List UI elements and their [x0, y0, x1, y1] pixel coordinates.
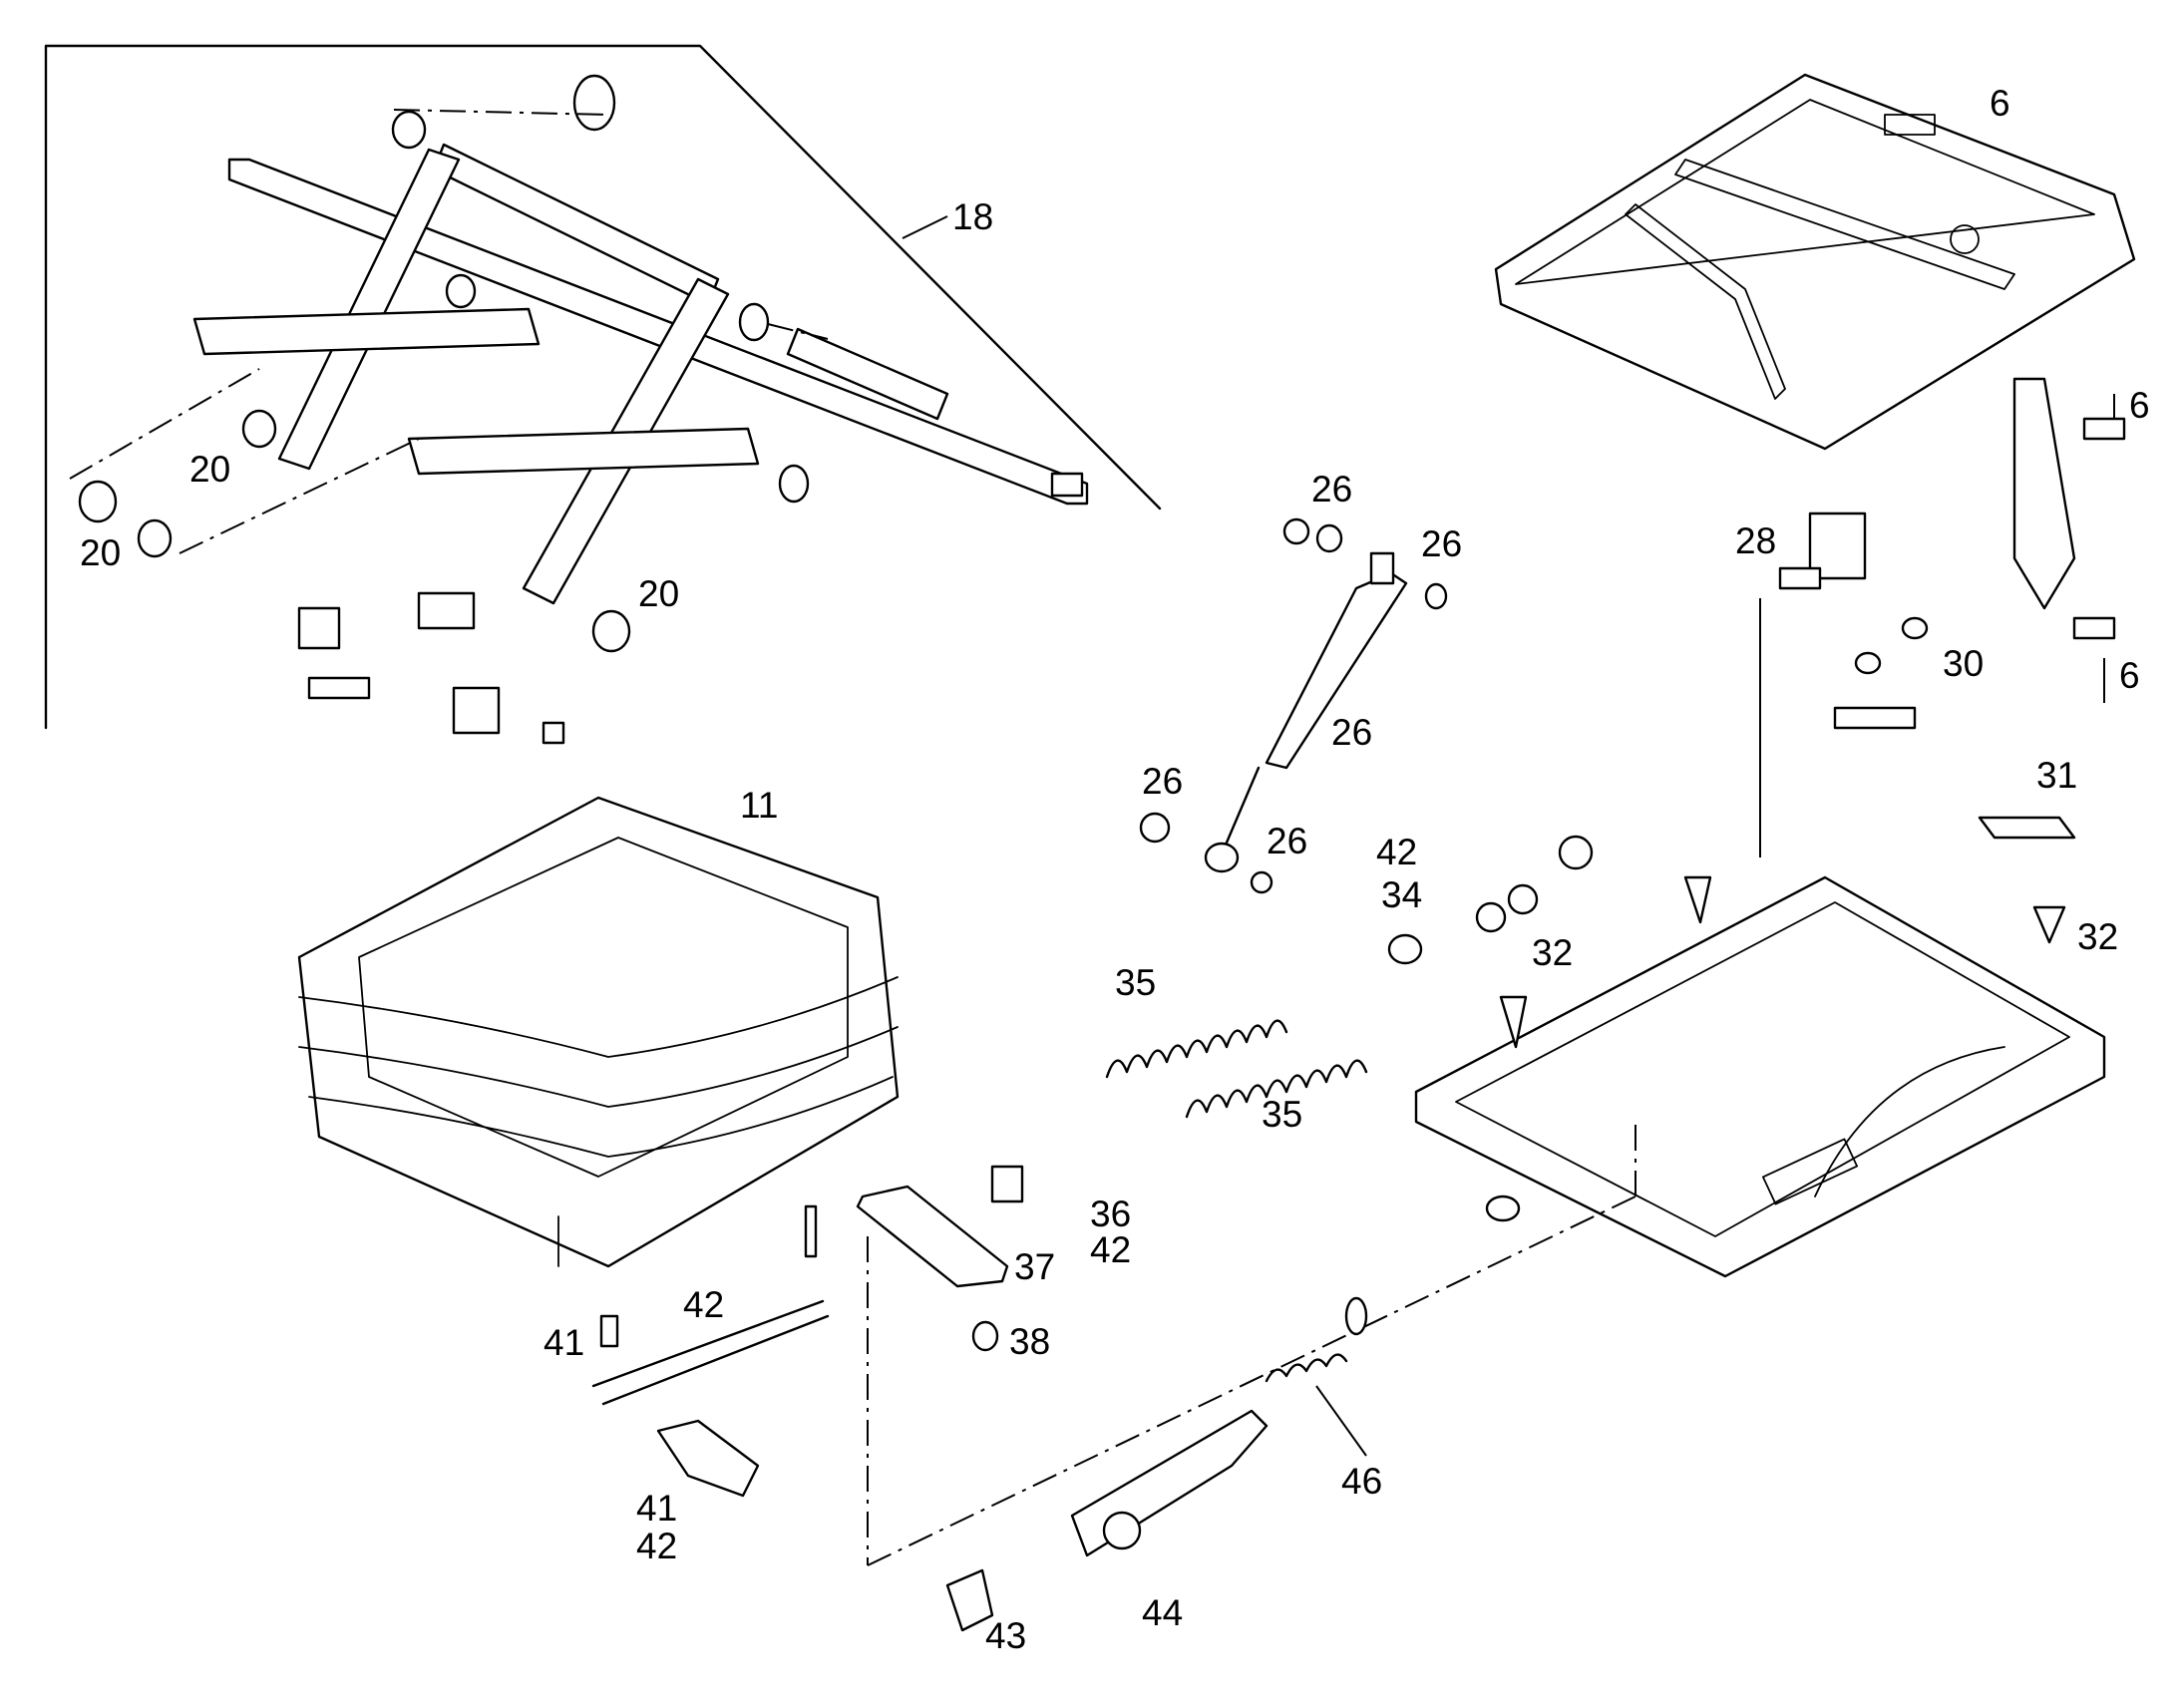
height-adjuster	[1759, 512, 2076, 857]
label-part-20-a: 20	[189, 449, 230, 490]
label-part-43: 43	[985, 1615, 1026, 1656]
label-part-35-a: 35	[1115, 962, 1156, 1003]
label-part-32-b: 32	[2077, 916, 2118, 957]
tension-springs	[1105, 835, 1594, 1119]
label-part-31: 31	[2036, 755, 2077, 796]
label-part-41-b: 41	[636, 1488, 677, 1529]
label-part-6-top: 6	[1990, 83, 2010, 124]
label-part-20-c: 20	[638, 573, 679, 614]
label-part-44: 44	[1142, 1592, 1183, 1633]
label-part-26-e: 26	[1267, 821, 1307, 861]
scissor-assembly-inset	[44, 44, 1162, 730]
seat-upper-plate	[1494, 73, 2136, 703]
label-part-35-b: 35	[1262, 1094, 1302, 1135]
label-part-26-d: 26	[1142, 761, 1183, 802]
part-number-labels: 6 6 6 18 20 20 20 11 26 26 26 26 26 28 3…	[80, 83, 2150, 1656]
label-part-30: 30	[1943, 643, 1984, 684]
label-part-37: 37	[1014, 1246, 1055, 1287]
label-part-26-b: 26	[1421, 523, 1462, 564]
gas-spring	[1139, 517, 1448, 894]
label-part-42-b: 42	[1090, 1229, 1131, 1270]
label-part-42-d: 42	[636, 1526, 677, 1566]
label-part-38: 38	[1009, 1321, 1050, 1362]
label-part-34: 34	[1381, 874, 1422, 915]
label-part-6-bottom: 6	[2119, 655, 2140, 696]
label-part-6-middle: 6	[2129, 385, 2150, 426]
seat-bellows	[297, 796, 900, 1268]
label-part-28: 28	[1735, 520, 1776, 561]
label-part-20-b: 20	[80, 532, 121, 573]
scissor-mechanism	[69, 74, 1089, 745]
slide-rail	[945, 1195, 1521, 1632]
label-part-26-c: 26	[1331, 712, 1372, 753]
label-part-42-c: 42	[683, 1284, 724, 1325]
label-part-11: 11	[740, 785, 778, 826]
lever-rod-assembly	[591, 1117, 1636, 1566]
label-part-41-a: 41	[544, 1322, 584, 1363]
label-part-26-a: 26	[1311, 469, 1352, 510]
label-part-42-a: 42	[1376, 832, 1417, 872]
label-part-36: 36	[1090, 1194, 1131, 1234]
label-part-18: 18	[952, 196, 993, 237]
label-part-32-a: 32	[1532, 932, 1573, 973]
label-part-46: 46	[1341, 1461, 1382, 1502]
base-plate	[1414, 875, 2106, 1278]
